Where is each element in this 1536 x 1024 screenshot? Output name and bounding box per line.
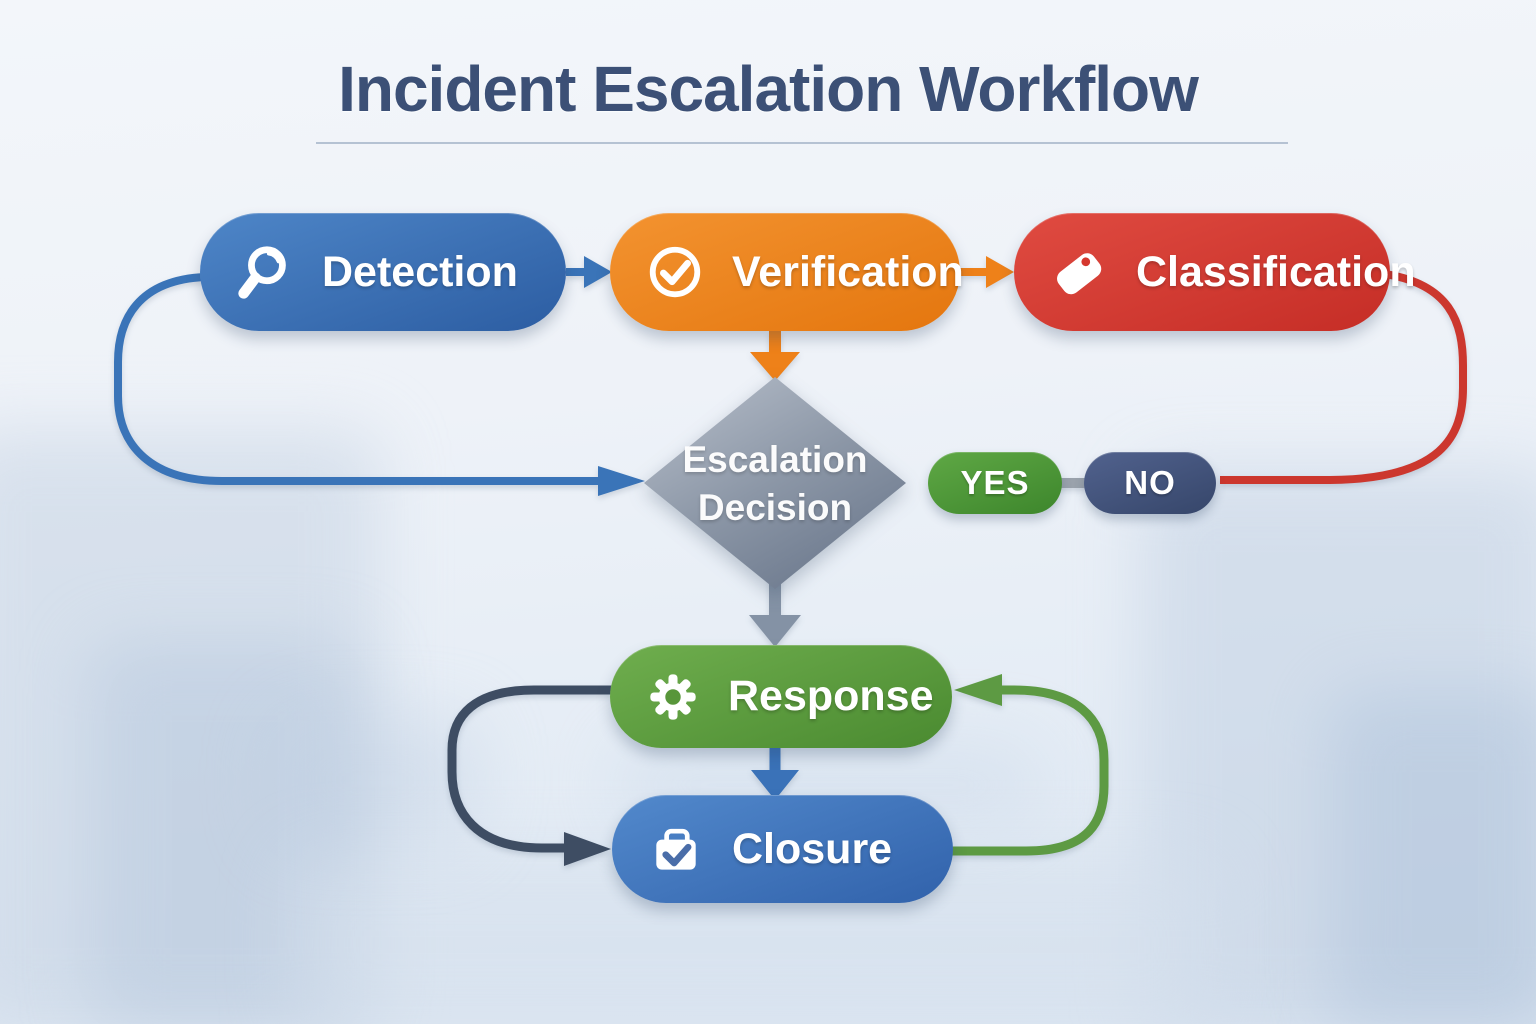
edge-classification-to-no (1220, 269, 1467, 484)
magnifier-icon (238, 246, 286, 299)
node-label: Verification (732, 247, 964, 296)
gear-icon (650, 673, 696, 720)
no-badge: NO (1084, 452, 1216, 514)
yes-badge: YES (928, 452, 1062, 514)
decision-diamond (644, 377, 906, 589)
node-label: Detection (322, 247, 518, 296)
node-decision-label: Escalation Decision (645, 436, 905, 532)
edge-detection-to-decision (114, 273, 645, 496)
edge-closure-to-response-loop (946, 674, 1109, 856)
node-closure: Closure (612, 795, 953, 903)
background-blur-shape (270, 715, 480, 845)
edge-detection-to-verification (566, 256, 612, 288)
edge-response-to-closure (751, 746, 799, 800)
node-label: Response (728, 672, 934, 720)
archive-check-icon (656, 828, 696, 870)
title-underline (316, 142, 1288, 144)
yes-label: YES (960, 464, 1030, 501)
node-label: Closure (732, 824, 893, 873)
node-verification: Verification (610, 213, 964, 331)
tag-icon (1057, 253, 1102, 295)
node-detection: Detection (200, 213, 566, 331)
edge-response-to-closure-loop (447, 685, 612, 866)
node-response: Response (610, 645, 952, 748)
edge-verification-to-decision (750, 331, 800, 381)
decision-line1: Escalation (682, 439, 868, 480)
node-label: Classification (1136, 247, 1416, 296)
background-blur-shape (1330, 690, 1536, 1024)
edge-verification-to-classification (960, 256, 1014, 288)
check-circle-icon (649, 246, 701, 298)
decision-line2: Decision (697, 487, 853, 528)
node-classification: Classification (1014, 213, 1416, 331)
no-label: NO (1124, 464, 1176, 501)
page-title: Incident Escalation Workflow (338, 53, 1199, 125)
